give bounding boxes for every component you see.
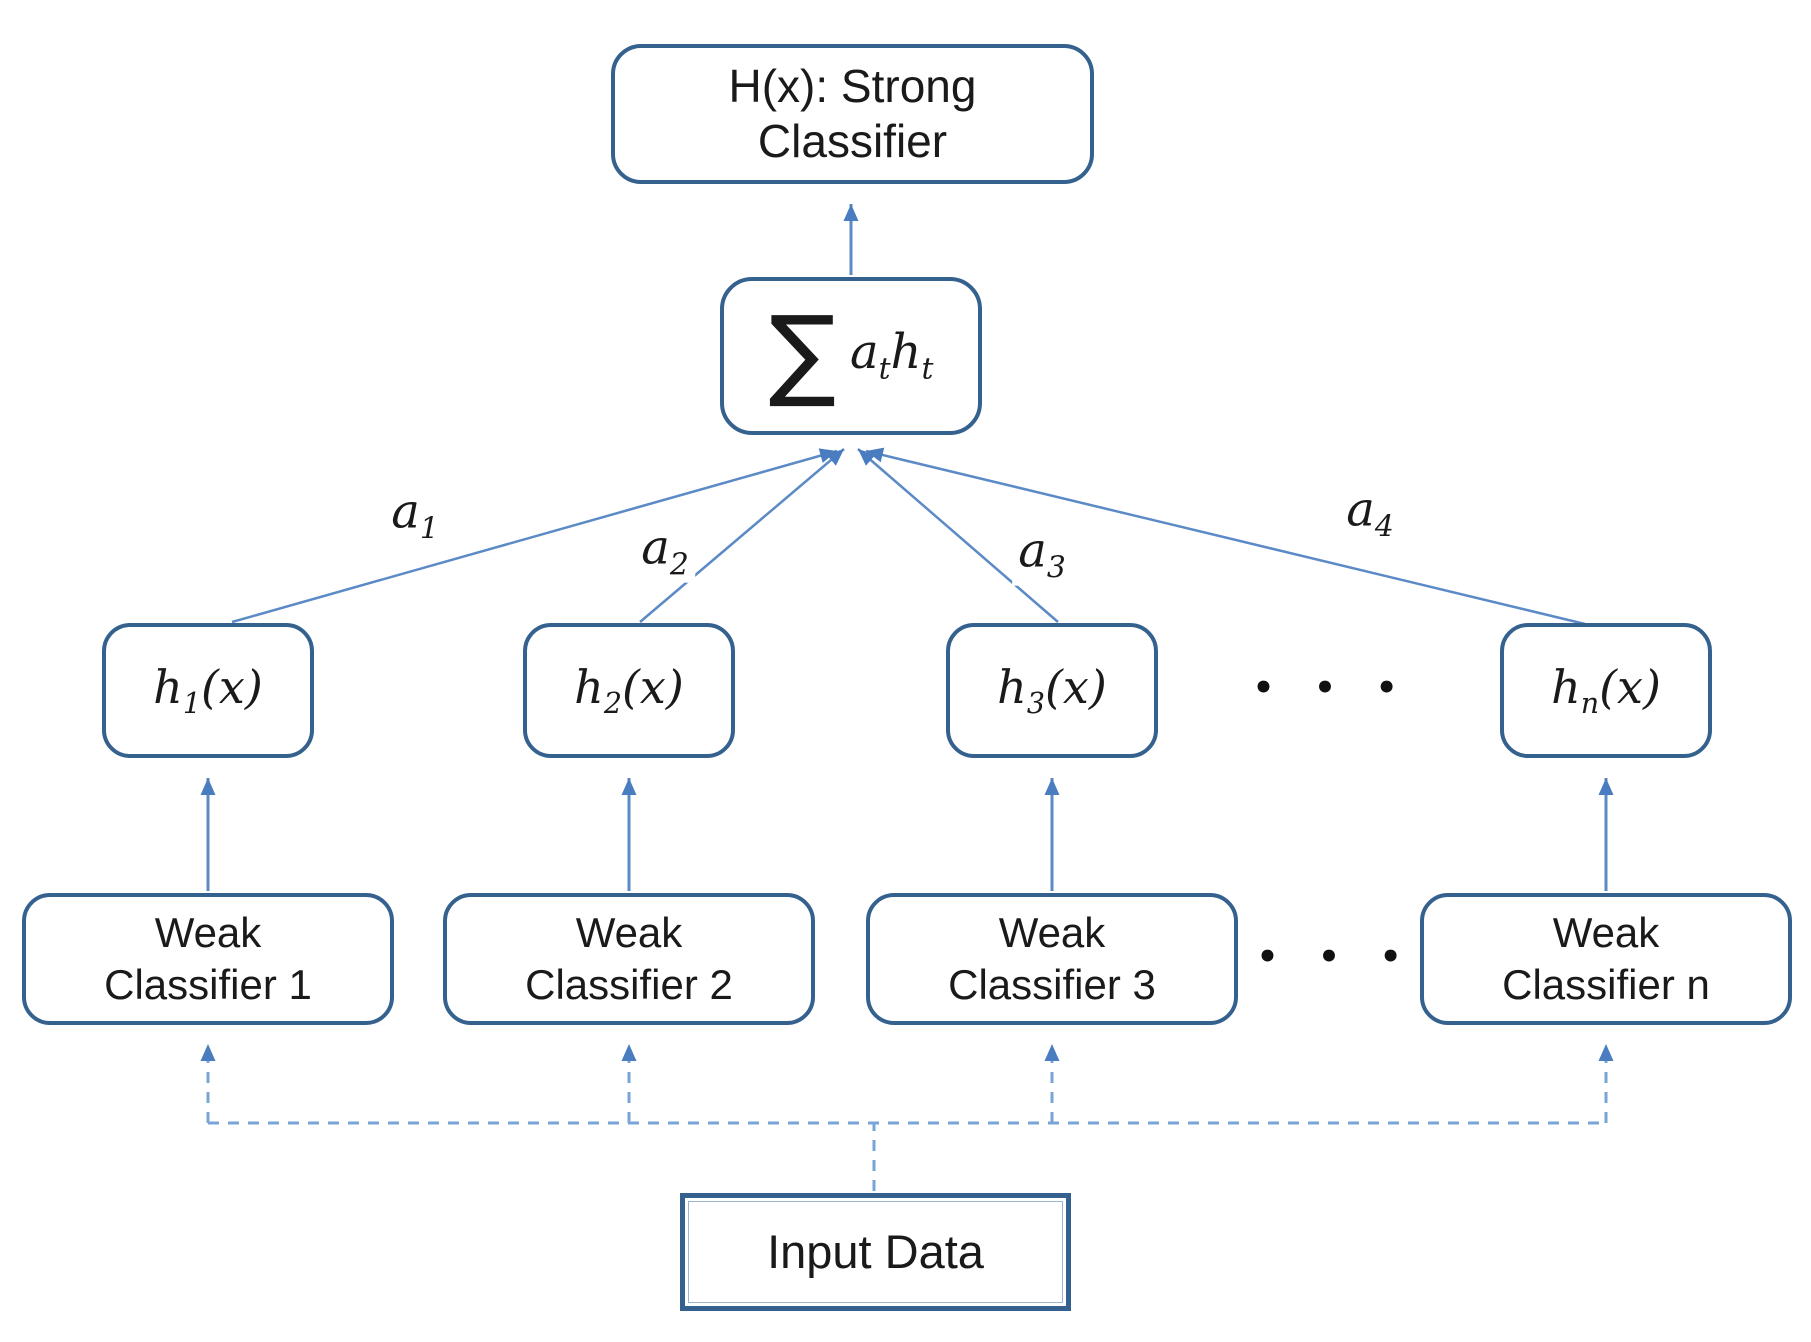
strong-classifier-line1: H(x): Strong	[728, 59, 977, 112]
hypothesis-node-h1: h1(x)	[102, 623, 314, 758]
ellipsis-hypotheses: • • •	[1252, 668, 1412, 708]
edge-label-a4: a4	[1340, 481, 1400, 545]
weak-classifier-node-3: Weak Classifier 3	[866, 893, 1238, 1025]
weighted-sum-node: ∑ atht	[720, 277, 982, 435]
edge-label-a3: a3	[1012, 522, 1072, 586]
edge-h1-to-sum	[231, 448, 838, 624]
hypothesis-node-hn: hn(x)	[1500, 623, 1712, 758]
weak-classifier-node-1: Weak Classifier 1	[22, 893, 394, 1025]
input-data-node: Input Data	[680, 1193, 1071, 1311]
strong-classifier-node: H(x): Strong Classifier	[611, 44, 1094, 184]
hypothesis-node-h2: h2(x)	[523, 623, 735, 758]
edge-h2-to-sum	[639, 448, 845, 623]
sum-terms: atht	[849, 324, 934, 387]
sigma-symbol: ∑	[768, 294, 836, 411]
edge-hn-to-sum	[865, 447, 1586, 626]
edge-label-a2: a2	[635, 519, 695, 583]
weak-classifier-node-2: Weak Classifier 2	[443, 893, 815, 1025]
input-data-label: Input Data	[767, 1224, 984, 1278]
strong-classifier-line2: Classifier	[757, 115, 948, 167]
edge-label-a1: a1	[385, 483, 445, 547]
weak-classifier-node-n: Weak Classifier n	[1420, 893, 1792, 1025]
ellipsis-weak-classifiers: • • •	[1256, 937, 1416, 977]
hypothesis-node-h3: h3(x)	[946, 623, 1158, 758]
edge-h3-to-sum	[857, 448, 1059, 623]
